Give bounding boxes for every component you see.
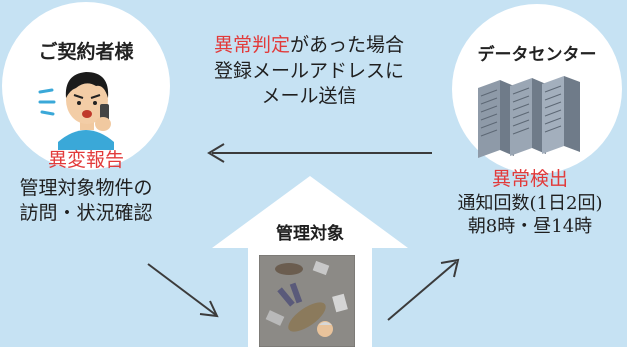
data-center-title: データセンター xyxy=(477,45,597,65)
customer-title: ご契約者様 xyxy=(38,41,134,63)
customer-action-text: 管理対象物件の 訪問・状況確認 xyxy=(0,176,172,226)
notification-info: 通知回数(1日2回) 朝8時・昼14時 xyxy=(430,192,627,239)
customer-action-line-1: 管理対象物件の xyxy=(19,177,153,199)
message-line-1-rest: があった場合 xyxy=(290,34,405,56)
message-line-3: メール送信 xyxy=(261,85,357,108)
visit-arrow xyxy=(147,263,219,318)
detect-arrow xyxy=(387,258,460,321)
message-line-2: 登録メールアドレスに xyxy=(213,59,404,82)
data-center-detect-label: 異常検出 xyxy=(491,168,568,190)
customer-action-line-2: 訪問・状況確認 xyxy=(19,202,153,225)
notification-count: 通知回数(1日2回) xyxy=(457,193,603,214)
target-title: 管理対象 xyxy=(276,224,344,244)
fallen-person-icon xyxy=(259,255,355,347)
email-arrow xyxy=(207,143,432,163)
customer-report-label: 異変報告 xyxy=(47,149,124,171)
email-message: 異常判定があった場合 登録メールアドレスに メール送信 xyxy=(174,33,444,110)
notification-times: 朝8時・昼14時 xyxy=(467,216,593,238)
message-highlight: 異常判定 xyxy=(213,34,290,56)
message-line-1: 異常判定があった場合 xyxy=(174,33,444,59)
